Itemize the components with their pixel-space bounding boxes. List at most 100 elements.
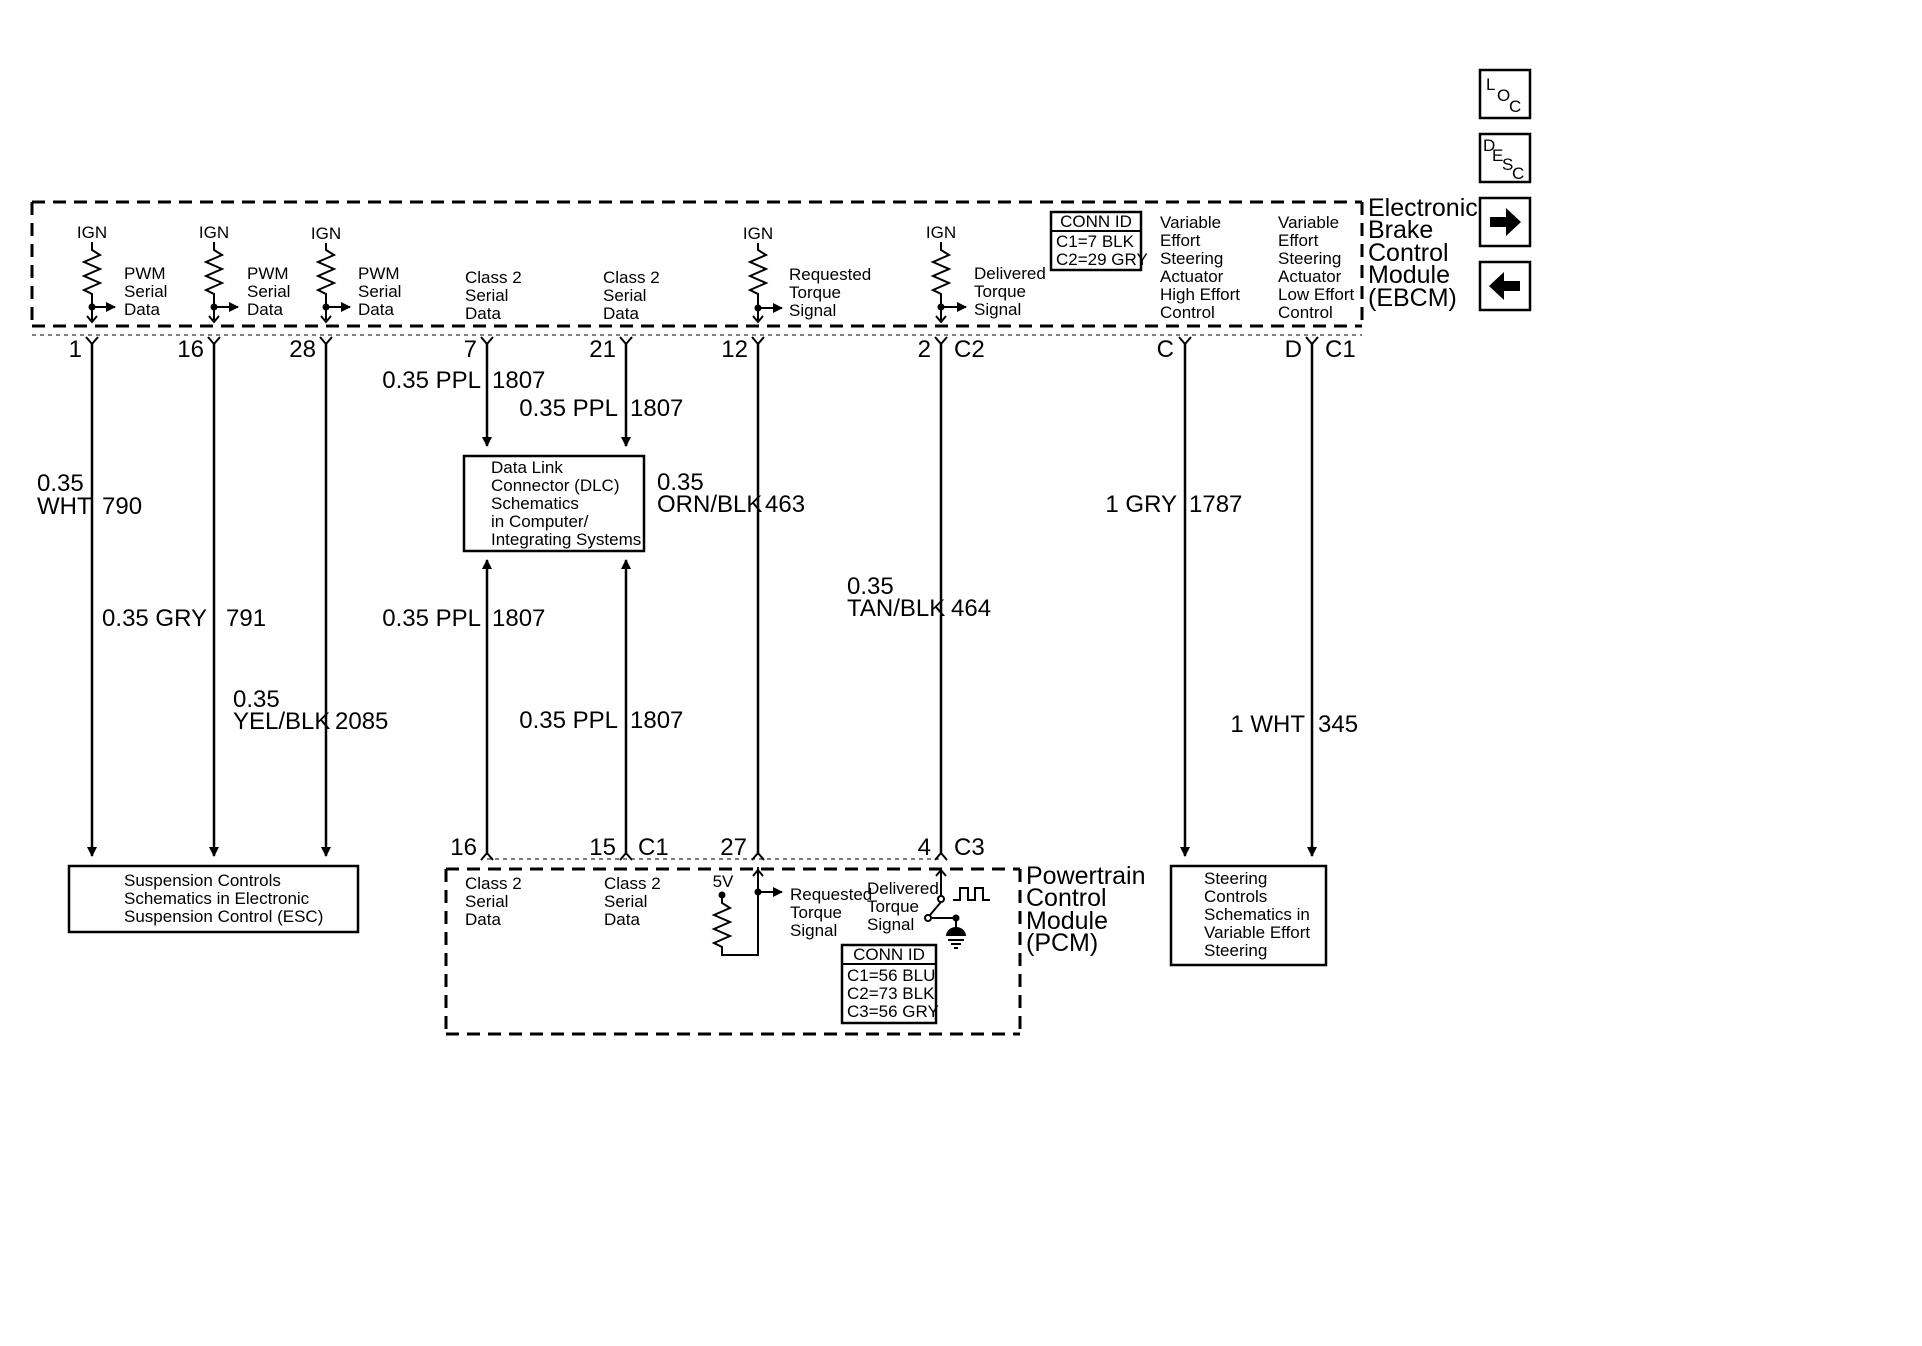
steer-line-3: Schematics in <box>1204 905 1310 924</box>
pwm-label-1b: Serial <box>124 282 167 301</box>
ebcm-conn-title: CONN ID <box>1060 212 1132 231</box>
ebcm-del-b: Torque <box>974 282 1026 301</box>
ign-label: IGN <box>199 223 229 242</box>
pcm-conn-title: CONN ID <box>853 945 925 964</box>
pcm-name: Powertrain Control Module (PCM) <box>1026 862 1146 957</box>
pcm-req-b: Torque <box>790 903 842 922</box>
wire-1807-d: 0.35 PPL 1807 <box>519 559 683 855</box>
ebcm-module: Electronic Brake Control Module (EBCM) C… <box>30 194 1478 336</box>
pwm-label-2a: PWM <box>247 264 289 283</box>
ve-low-3: Steering <box>1278 249 1341 268</box>
pcm-conn-c3: C3 <box>954 834 985 861</box>
wire-345-label: 1 WHT <box>1230 711 1305 738</box>
pcm-pin-27: 27 <box>720 834 747 861</box>
wire-463-circuit: 463 <box>765 491 805 518</box>
pcm-name-1: Powertrain <box>1026 862 1146 890</box>
wire-1787-circuit: 1787 <box>1189 491 1242 518</box>
ign-pullup-delivered: IGN Delivered Torque Signal <box>926 223 1046 324</box>
pwm-label-3a: PWM <box>358 264 400 283</box>
ve-low-6: Control <box>1278 303 1333 322</box>
dlc-line-5: Integrating Systems <box>491 530 641 549</box>
wire-463: 0.35 ORN/BLK 463 <box>657 344 805 855</box>
pcm-name-2: Control <box>1026 884 1107 912</box>
back-button[interactable] <box>1478 260 1532 312</box>
pcm-class2-b: Serial <box>604 892 647 911</box>
pin-2: 2 <box>918 336 931 363</box>
wire-791-circuit: 791 <box>226 605 266 632</box>
pcm-module: 16 15 C1 27 4 C3 Powertrain Control Modu… <box>444 834 1146 1036</box>
wire-464: 0.35 TAN/BLK 464 <box>847 344 991 855</box>
pcm-class2-1: Class 2 Serial Data <box>465 874 522 929</box>
wire-1807-b-label: 0.35 PPL <box>519 395 618 422</box>
ign-label: IGN <box>311 224 341 243</box>
steering-reference-box[interactable]: Steering Controls Schematics in Variable… <box>1169 864 1328 967</box>
class2-label-c: Data <box>465 304 501 323</box>
ve-low-5: Low Effort <box>1278 285 1355 304</box>
ebcm-req-c: Signal <box>789 301 836 320</box>
ebcm-name-4: Module <box>1368 261 1450 289</box>
pcm-class2-a: Class 2 <box>465 874 522 893</box>
class2-label-b: Serial <box>603 286 646 305</box>
ign-pullup-1: IGN PWM Serial Data <box>77 223 167 324</box>
ve-high-3: Steering <box>1160 249 1223 268</box>
pcm-class2-a: Class 2 <box>604 874 661 893</box>
ve-high-2: Effort <box>1160 231 1201 250</box>
class2-label-b: Serial <box>465 286 508 305</box>
ve-high-1: Variable <box>1160 213 1221 232</box>
desc-button[interactable]: D E S C <box>1478 132 1532 184</box>
suspension-reference-box[interactable]: Suspension Controls Schematics in Electr… <box>67 864 360 934</box>
dlc-reference-box[interactable]: Data Link Connector (DLC) Schematics in … <box>462 454 646 553</box>
susp-line-1: Suspension Controls <box>124 871 281 890</box>
ebcm-class2-1: Class 2 Serial Data <box>465 268 522 323</box>
ve-low-2: Effort <box>1278 231 1319 250</box>
pcm-5v-label: 5V <box>713 872 734 891</box>
pcm-req-c: Signal <box>790 921 837 940</box>
ebcm-name-1: Electronic <box>1368 194 1478 222</box>
dlc-line-4: in Computer/ <box>491 512 589 531</box>
susp-line-3: Suspension Control (ESC) <box>124 907 323 926</box>
ebcm-ve-low: Variable Effort Steering Actuator Low Ef… <box>1278 213 1355 322</box>
pcm-del-a: Delivered <box>867 879 939 898</box>
loc-c: C <box>1509 97 1521 116</box>
class2-label-a: Class 2 <box>603 268 660 287</box>
ve-high-5: High Effort <box>1160 285 1240 304</box>
ebcm-name: Electronic Brake Control Module (EBCM) <box>1368 194 1478 312</box>
ign-label: IGN <box>77 223 107 242</box>
wire-1807-d-label: 0.35 PPL <box>519 707 618 734</box>
pin-c: C <box>1157 336 1174 363</box>
ebcm-ve-high: Variable Effort Steering Actuator High E… <box>1160 213 1240 322</box>
ign-pullup-3: IGN PWM Serial Data <box>311 224 401 324</box>
ebcm-name-5: (EBCM) <box>1368 284 1457 312</box>
ve-high-6: Control <box>1160 303 1215 322</box>
susp-line-2: Schematics in Electronic <box>124 889 310 908</box>
loc-button[interactable]: L O C <box>1478 68 1532 120</box>
pwm-label-2c: Data <box>247 300 283 319</box>
pin-21: 21 <box>589 336 616 363</box>
pcm-del-c: Signal <box>867 915 914 934</box>
wire-464-circuit: 464 <box>951 595 991 622</box>
steer-line-5: Steering <box>1204 941 1267 960</box>
wire-1807-d-circuit: 1807 <box>630 707 683 734</box>
arrow-left-icon <box>1489 272 1520 300</box>
forward-button[interactable] <box>1478 196 1532 248</box>
dlc-line-1: Data Link <box>491 458 563 477</box>
pcm-conn-c1: C1 <box>638 834 669 861</box>
pcm-pin-4: 4 <box>918 834 931 861</box>
pcm-req-a: Requested <box>790 885 872 904</box>
steer-line-2: Controls <box>1204 887 1267 906</box>
desc-c: C <box>1512 164 1524 183</box>
pwm-label-3c: Data <box>358 300 394 319</box>
ign-label: IGN <box>743 224 773 243</box>
square-wave-icon <box>953 887 990 901</box>
wire-1807-b-circuit: 1807 <box>630 395 683 422</box>
wire-1807-c-label: 0.35 PPL <box>382 605 481 632</box>
pcm-pin-15: 15 <box>589 834 616 861</box>
dlc-line-2: Connector (DLC) <box>491 476 620 495</box>
pin-1: 1 <box>69 336 82 363</box>
pcm-del-b: Torque <box>867 897 919 916</box>
wire-345: 1 WHT 345 <box>1230 344 1358 857</box>
pwm-label-2b: Serial <box>247 282 290 301</box>
arrow-right-icon <box>1490 208 1521 236</box>
conn-c2: C2 <box>954 336 985 363</box>
